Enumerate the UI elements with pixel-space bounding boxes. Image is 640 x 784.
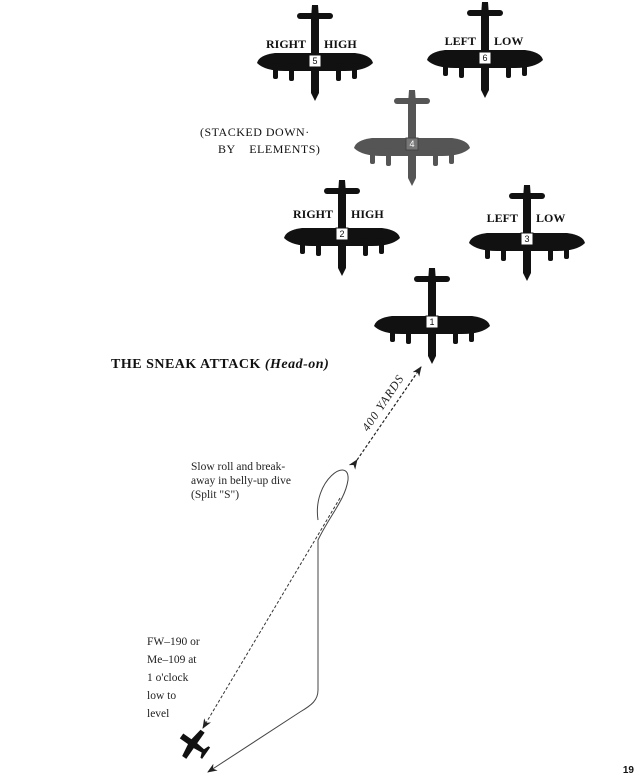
stacked-note-line2: BY ELEMENTS): [218, 142, 321, 156]
page-number: 19: [622, 765, 634, 776]
plane-position-label: LOW: [536, 211, 565, 225]
bomber-4: 4: [354, 90, 470, 186]
fighter-plane: [179, 729, 211, 759]
note-line: away in belly-up dive: [191, 475, 291, 487]
bomber-6: 6 LEFT LOW: [427, 2, 543, 98]
fighter-note: FW–190 or Me–109 at 1 o'clock low to lev…: [147, 633, 200, 723]
note-line: FW–190 or: [147, 636, 200, 648]
breakaway-path: [207, 469, 349, 773]
title-sub: (Head-on): [264, 357, 330, 372]
bomber-5: 5 RIGHT HIGH: [257, 5, 373, 101]
bomber-icon: [427, 2, 543, 98]
plane-position-label: LOW: [494, 34, 523, 48]
plane-position-label: RIGHT: [293, 207, 333, 221]
stacked-note-line1: (STACKED DOWN·: [200, 125, 310, 139]
plane-position-label: HIGH: [324, 37, 357, 51]
plane-number: 4: [409, 139, 414, 149]
note-line: low to: [147, 690, 177, 702]
plane-number: 2: [339, 229, 344, 239]
bomber-icon: [257, 5, 373, 101]
distance-arrow: [348, 366, 422, 470]
title-main: THE SNEAK ATTACK: [111, 357, 261, 372]
plane-position-label: LEFT: [445, 34, 476, 48]
note-line: (Split "S"): [191, 489, 240, 501]
bomber-3: 3 LEFT LOW: [469, 185, 585, 281]
breakaway-note: Slow roll and break- away in belly-up di…: [191, 460, 291, 502]
note-line: Slow roll and break-: [191, 461, 286, 473]
plane-number: 1: [429, 317, 434, 327]
note-line: 1 o'clock: [147, 672, 189, 684]
plane-number: 6: [482, 53, 487, 63]
bomber-2: 2 RIGHT HIGH: [284, 180, 400, 276]
fighter-icon: [179, 729, 211, 759]
note-line: level: [147, 708, 170, 720]
plane-number: 5: [312, 56, 317, 66]
note-line: Me–109 at: [147, 654, 197, 666]
approach-path: [202, 497, 341, 729]
plane-number: 3: [524, 234, 529, 244]
diagram-title: THE SNEAK ATTACK (Head-on): [111, 357, 329, 373]
distance-label: 400 YARDS: [359, 372, 407, 434]
plane-position-label: LEFT: [487, 211, 518, 225]
plane-position-label: RIGHT: [266, 37, 306, 51]
plane-position-label: HIGH: [351, 207, 384, 221]
bomber-1: 1: [374, 268, 490, 364]
